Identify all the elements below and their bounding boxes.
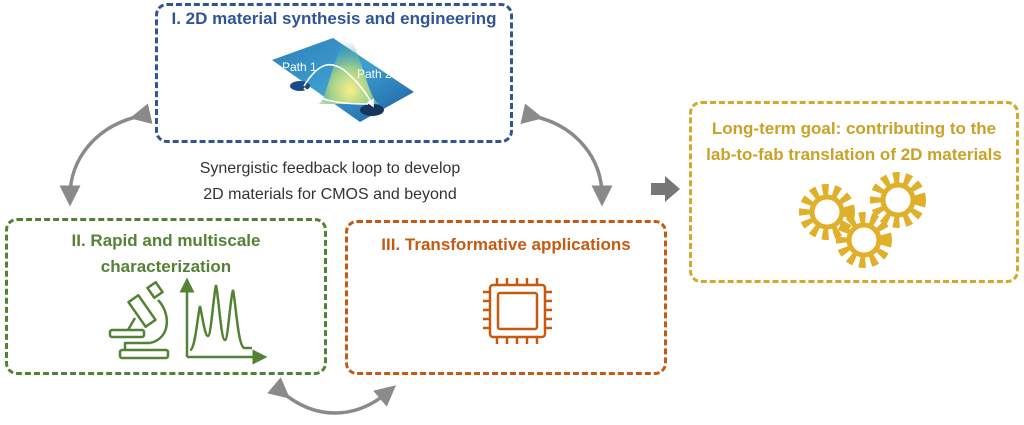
characterization-title-line-2: characterization	[100, 257, 232, 276]
characterization-title: II. Rapid and multiscale characterizatio…	[5, 228, 327, 280]
cycle-arrow-right	[520, 103, 613, 207]
path-1-label: Path 1	[282, 60, 317, 74]
right-arrow-icon	[651, 176, 680, 202]
feedback-loop-line-1: Synergistic feedback loop to develop	[199, 160, 461, 177]
goal-title: Long-term goal: contributing to the lab-…	[689, 116, 1019, 168]
goal-title-line-2: lab-to-fab translation of 2D materials	[706, 145, 1002, 164]
synthesis-title: I. 2D material synthesis and engineering	[171, 9, 497, 28]
goal-title-line-1: Long-term goal: contributing to the	[711, 119, 997, 138]
goal-box	[689, 101, 1019, 283]
gears-icon	[799, 172, 926, 268]
applications-title: III. Transformative applications	[381, 235, 631, 254]
synthesis-box	[155, 3, 513, 143]
microscope-icon	[108, 280, 170, 360]
chip-icon	[483, 278, 552, 344]
path-2-label: Path 2	[357, 67, 392, 81]
energy-landscape-icon	[272, 34, 414, 122]
feedback-loop-caption: Synergistic feedback loop to develop 2D …	[150, 156, 510, 208]
feedback-loop-line-2: 2D materials for CMOS and beyond	[203, 186, 457, 203]
characterization-title-line-1: II. Rapid and multiscale	[71, 231, 261, 250]
characterization-box	[5, 218, 327, 375]
spectrum-chart-icon	[179, 277, 268, 365]
cycle-arrow-bottom	[267, 377, 397, 415]
cycle-arrow-left	[59, 103, 153, 207]
applications-box	[345, 220, 667, 375]
